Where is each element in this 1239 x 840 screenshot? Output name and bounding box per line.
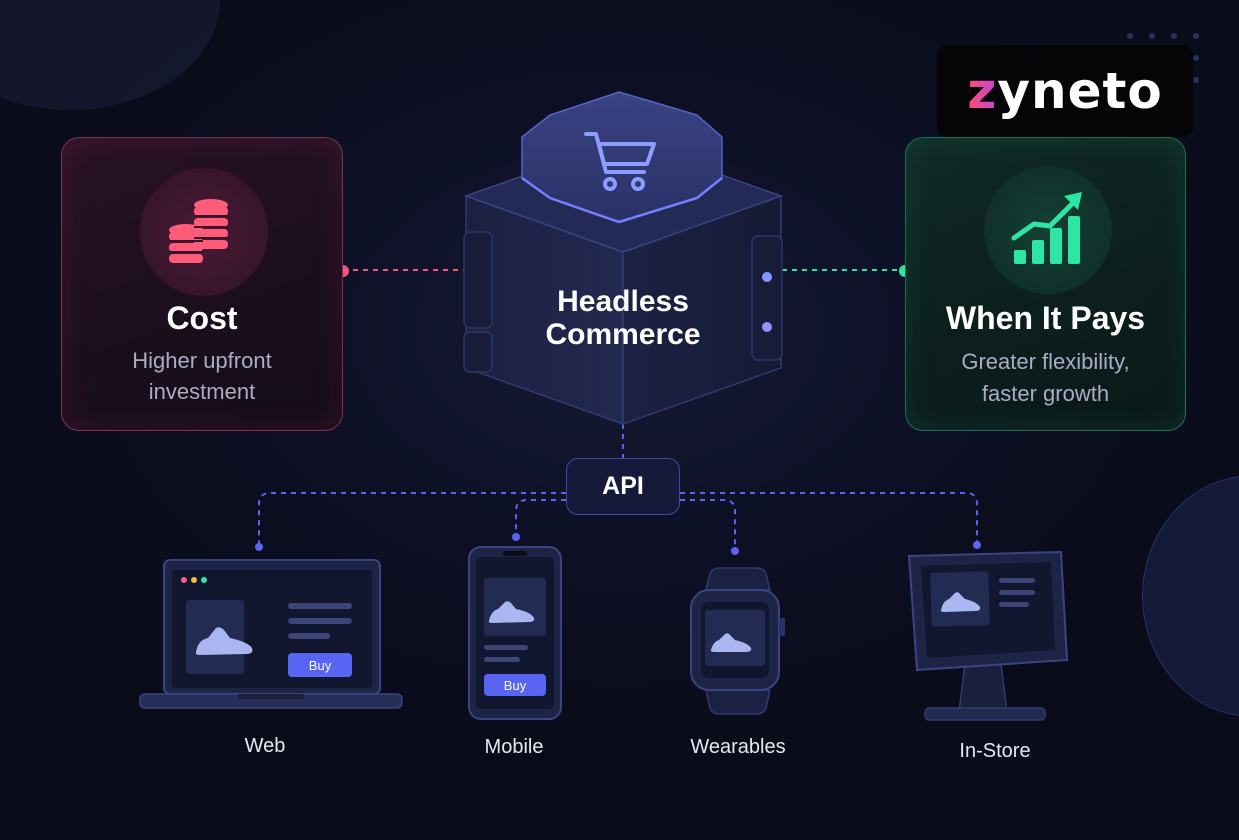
coins-stack-icon <box>169 199 228 263</box>
cost-card: Cost Higher upfront investment <box>61 137 343 431</box>
cost-icon-circle <box>140 168 268 296</box>
mobile-buy-button[interactable]: Buy <box>484 674 546 696</box>
dot-grid <box>1127 33 1199 83</box>
growth-chart-icon <box>1011 192 1082 264</box>
pays-card: When It Pays Greater flexibility, faster… <box>905 137 1186 431</box>
cost-title: Cost <box>166 300 238 336</box>
wearables-label: Wearables <box>690 736 786 758</box>
pays-subtitle-line1: Greater flexibility, <box>961 349 1130 374</box>
hub-label-line2: Commerce <box>545 318 701 351</box>
logo-wordmark: zyneto <box>967 62 1162 120</box>
web-label: Web <box>244 735 286 757</box>
pays-title: When It Pays <box>945 300 1146 336</box>
cost-subtitle-line1: Higher upfront <box>132 348 272 373</box>
web-buy-button[interactable]: Buy <box>288 653 352 677</box>
hub-label: Headless Commerce <box>520 285 726 351</box>
api-box: API <box>566 458 680 515</box>
mobile-label: Mobile <box>484 736 544 758</box>
zyneto-logo: zyneto <box>937 45 1193 137</box>
shopping-cart-icon <box>584 132 656 191</box>
logo-rest: yneto <box>997 62 1163 120</box>
hub-label-line1: Headless <box>557 285 689 318</box>
cost-subtitle-line2: investment <box>148 379 256 404</box>
headless-commerce-cube <box>463 91 784 426</box>
laptop-device <box>139 559 403 709</box>
instore-label: In-Store <box>959 740 1031 762</box>
watch-device <box>690 567 785 715</box>
pays-icon-circle <box>984 166 1112 294</box>
pays-subtitle-line2: faster growth <box>981 381 1110 406</box>
logo-first-letter: z <box>967 62 998 120</box>
kiosk-device <box>907 550 1069 721</box>
